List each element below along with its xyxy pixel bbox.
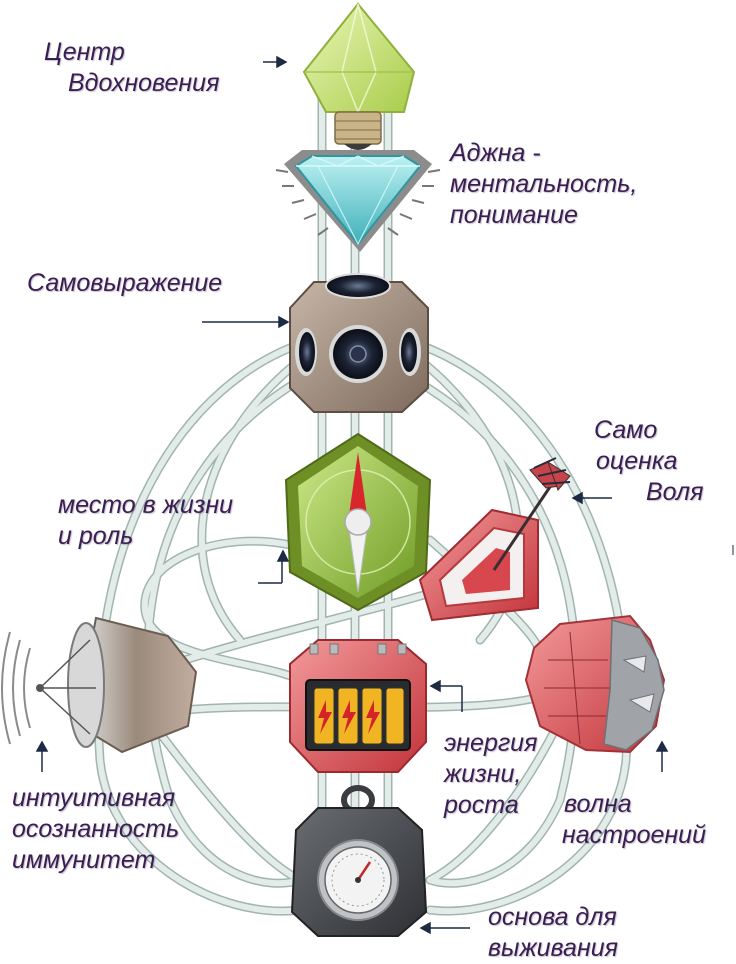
label-throat: Самовыражение (27, 268, 222, 299)
label-g-center: место в жизни и роль (58, 490, 233, 552)
speaker-cube-icon (290, 274, 428, 412)
pointer-solar-plexus (657, 742, 667, 772)
label-sacral: энергия жизни, роста (444, 728, 537, 821)
diamond-icon (276, 150, 440, 252)
compass-icon (286, 434, 430, 610)
label-root: основа для выживания (488, 902, 618, 964)
pointer-spleen (37, 742, 47, 772)
label-ego: Само оценка Воля (594, 415, 703, 508)
pointer-throat (202, 317, 288, 327)
label-ajna: Аджна - ментальность, понимание (450, 138, 637, 231)
pointer-g-center (258, 551, 288, 583)
weight-gauge-icon (292, 788, 426, 936)
label-solar-plexus: волна настроений (562, 789, 706, 851)
pointer-root (421, 923, 470, 933)
pointer-head (263, 57, 286, 67)
label-spleen: интуитивная осознанность иммунитет (12, 783, 179, 876)
satellite-dish-icon (2, 618, 196, 752)
battery-icon (290, 640, 426, 772)
face-mask-icon (526, 616, 664, 752)
label-head: Центр Вдохновения (44, 37, 219, 99)
